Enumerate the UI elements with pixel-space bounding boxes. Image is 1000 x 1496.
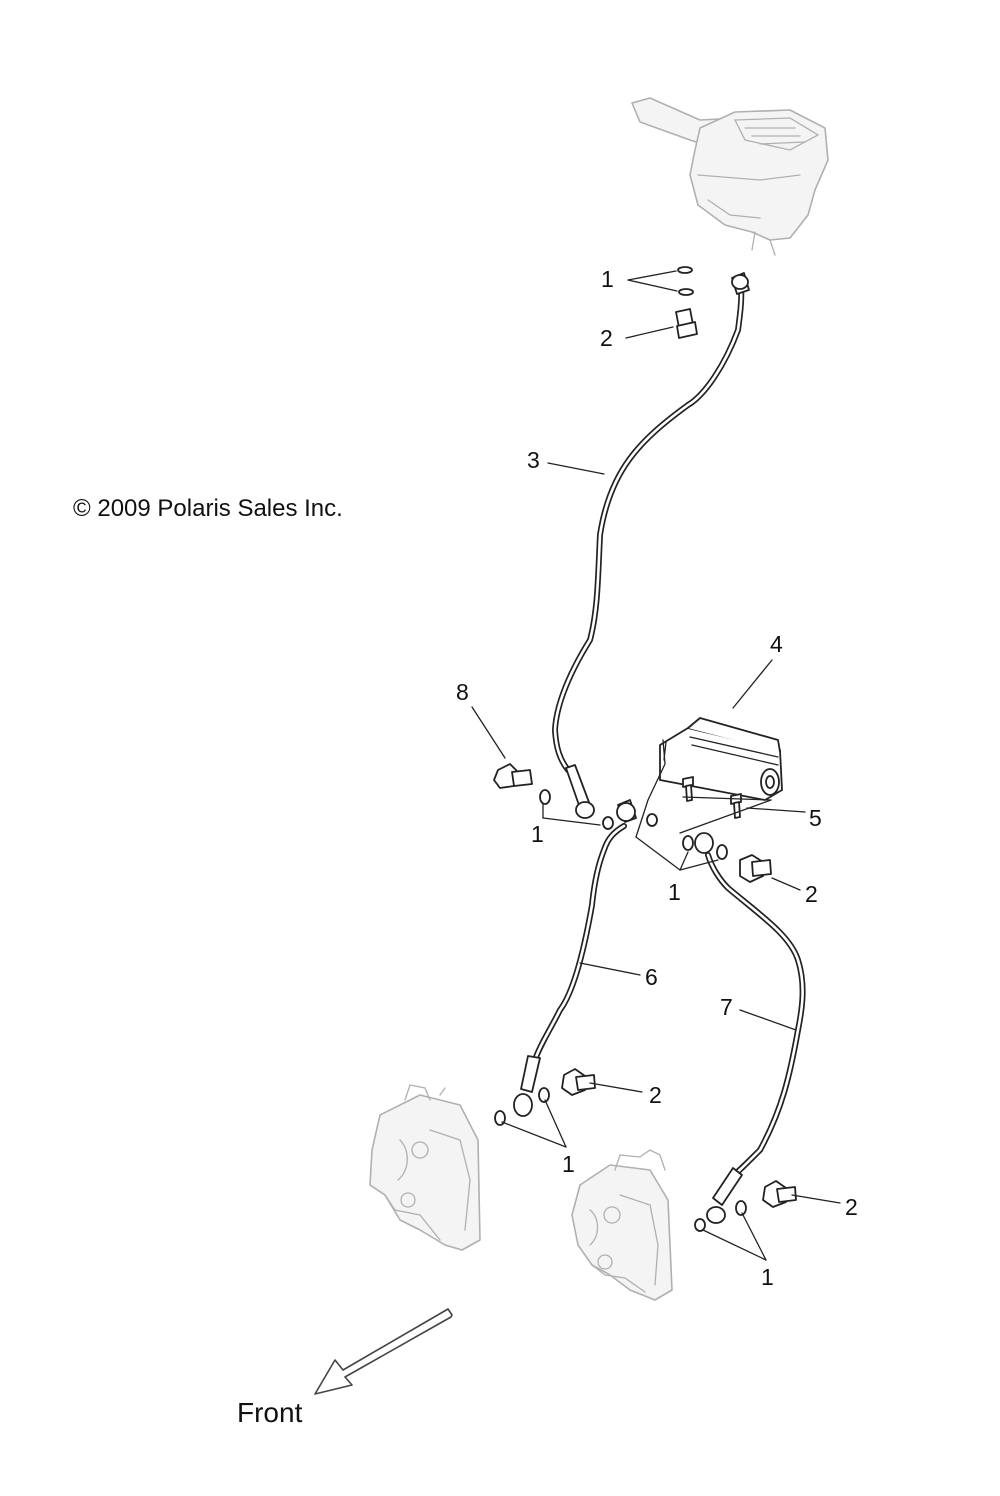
leader-lines (471, 462, 841, 1261)
brake-distribution-block (659, 717, 783, 801)
callout-8: 8 (456, 679, 469, 705)
callout-2-top: 2 (600, 325, 613, 351)
front-direction-arrow (314, 1308, 453, 1395)
callout-6: 6 (645, 964, 658, 990)
banjo-bolt-lower-right (762, 1180, 797, 1208)
banjo-bolt-8 (493, 763, 533, 789)
callout-5: 5 (809, 805, 822, 831)
callout-1-lower-left: 1 (562, 1151, 575, 1177)
brake-hose-right (705, 852, 806, 1224)
sealing-washers-middle-left (539, 789, 614, 830)
banjo-bolt-lower-left (561, 1068, 596, 1096)
callout-4: 4 (770, 631, 783, 657)
callout-1-lower-right: 1 (761, 1264, 774, 1290)
sealing-washers-top (677, 266, 694, 296)
callout-2-lower-left: 2 (649, 1082, 662, 1108)
callout-1-middle-right: 1 (668, 879, 681, 905)
brake-hose-upper (552, 272, 750, 819)
brake-caliper-right (571, 1149, 673, 1301)
callout-1-middle-left: 1 (531, 821, 544, 847)
brake-caliper-left (369, 1084, 481, 1251)
center-banjo-fitting (616, 799, 658, 827)
banjo-bolt-right-middle (739, 854, 772, 883)
mounting-screws (682, 776, 742, 819)
copyright-text: © 2009 Polaris Sales Inc. (73, 495, 343, 522)
master-cylinder-lever (631, 97, 829, 256)
right-banjo-fitting (682, 832, 728, 860)
callout-1-top: 1 (601, 266, 614, 292)
callout-7: 7 (720, 994, 733, 1020)
front-label: Front (237, 1397, 303, 1428)
sealing-washer-lower-right (694, 1218, 706, 1232)
callout-2-lower-right: 2 (845, 1194, 858, 1220)
callout-3: 3 (527, 447, 540, 473)
callout-2-middle-right: 2 (805, 881, 818, 907)
brake-hose-left (513, 823, 627, 1117)
banjo-bolt-top (675, 308, 698, 339)
